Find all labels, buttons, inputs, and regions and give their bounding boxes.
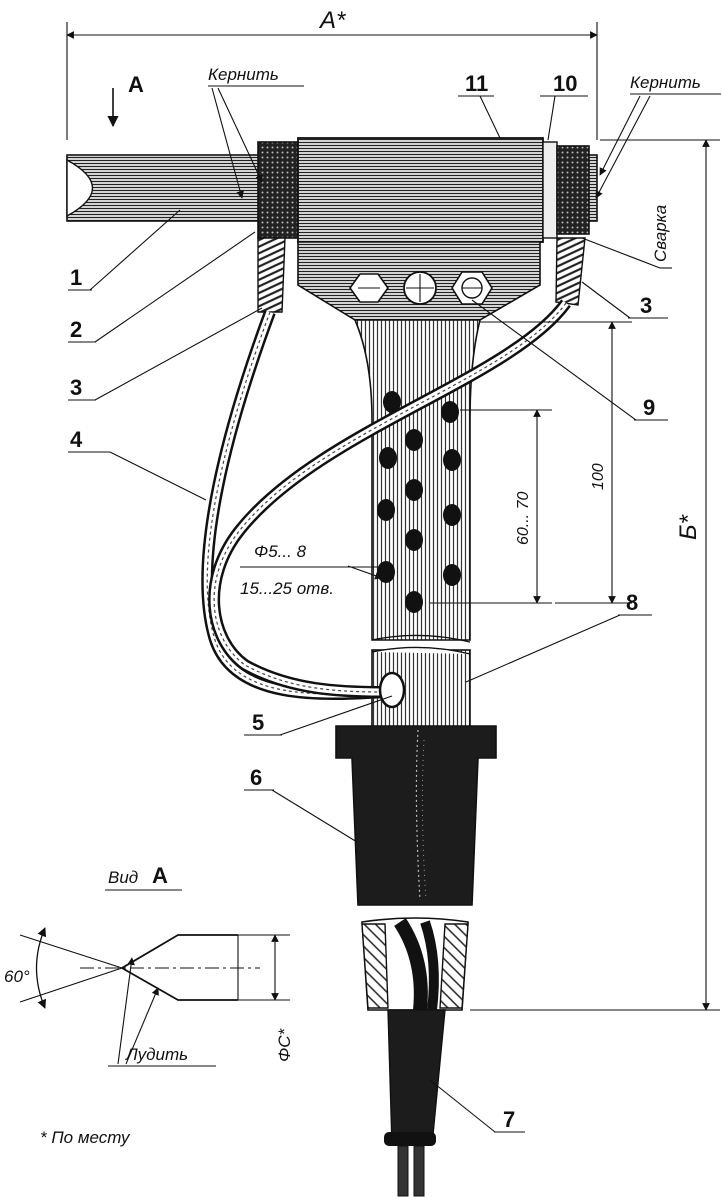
part-8-label: 8 — [626, 590, 638, 615]
grommet — [378, 671, 406, 709]
holes-note: Φ5... 8 15...25 отв. — [240, 542, 383, 598]
holes-diameter-label: Φ5... 8 — [254, 542, 307, 561]
part-9-label: 9 — [643, 395, 655, 420]
callout-welding: Сварка — [581, 205, 672, 269]
callout-5: 5 — [244, 695, 393, 736]
svarka-label: Сварка — [651, 205, 670, 262]
dim-a-label: A* — [318, 7, 346, 34]
view-a-marker-label: A — [128, 72, 144, 97]
dim-c-label: ΦC* — [275, 1027, 294, 1062]
dimension-a: A* — [66, 7, 598, 140]
callout-keren-right: Кернить — [595, 73, 721, 199]
view-a-title: Вид — [108, 868, 138, 887]
callout-10: 10 — [540, 71, 588, 141]
part-3-right-label: 3 — [640, 293, 652, 318]
callout-11: 11 — [458, 71, 501, 139]
mount-bracket — [297, 241, 541, 321]
footnote: * По месту — [40, 1128, 131, 1147]
dim-holes-zone-label: 60... 70 — [515, 492, 532, 545]
callout-1: 1 — [68, 209, 181, 291]
view-a-marker: A — [107, 72, 144, 128]
screw-right — [451, 271, 493, 305]
keren-right-label: Кернить — [630, 73, 701, 92]
part-2-label: 2 — [70, 317, 82, 342]
callout-6: 6 — [244, 765, 358, 843]
callout-7: 7 — [429, 1079, 525, 1133]
dimension-b: Б* — [470, 139, 720, 1011]
part-4-label: 4 — [70, 427, 83, 452]
view-a-title-letter: A — [152, 863, 168, 888]
part-7-label: 7 — [503, 1107, 515, 1132]
angle-60-label: 60° — [4, 967, 30, 986]
ventilation-holes — [377, 391, 461, 613]
keren-left-label: Кернить — [208, 65, 279, 84]
dimension-holes-zone: 60... 70 — [430, 409, 552, 604]
sleeve-section — [361, 917, 469, 1011]
screw-center — [403, 271, 437, 305]
part-5-label: 5 — [252, 710, 264, 735]
power-cable — [384, 1009, 446, 1197]
part-6-label: 6 — [250, 765, 262, 790]
callout-9: 9 — [471, 299, 668, 421]
spring-left — [257, 237, 286, 313]
rubber-grip — [335, 725, 497, 906]
spring-right — [555, 237, 586, 306]
part-10-label: 10 — [553, 71, 577, 96]
part-3-left-label: 3 — [70, 375, 82, 400]
callout-8: 8 — [465, 590, 652, 683]
callout-2: 2 — [68, 231, 256, 343]
ludit-label: Лудить — [125, 1045, 188, 1064]
callout-3-left: 3 — [68, 307, 263, 401]
part-1-label: 1 — [70, 265, 82, 290]
callout-keren-left: Кернить — [208, 65, 304, 199]
screw-left — [349, 273, 389, 303]
holes-count-label: 15...25 отв. — [240, 579, 334, 598]
callout-3-right: 3 — [581, 281, 668, 319]
callout-4: 4 — [68, 427, 207, 501]
dimension-100: 100 — [480, 321, 632, 604]
dim-100-label: 100 — [590, 463, 607, 490]
part-11-label: 11 — [465, 71, 488, 96]
view-a-detail: Вид A 60° ΦC* Лудить — [4, 863, 294, 1067]
wire-loop — [201, 299, 571, 709]
dim-b-label: Б* — [675, 514, 702, 540]
heater-body — [257, 137, 590, 243]
